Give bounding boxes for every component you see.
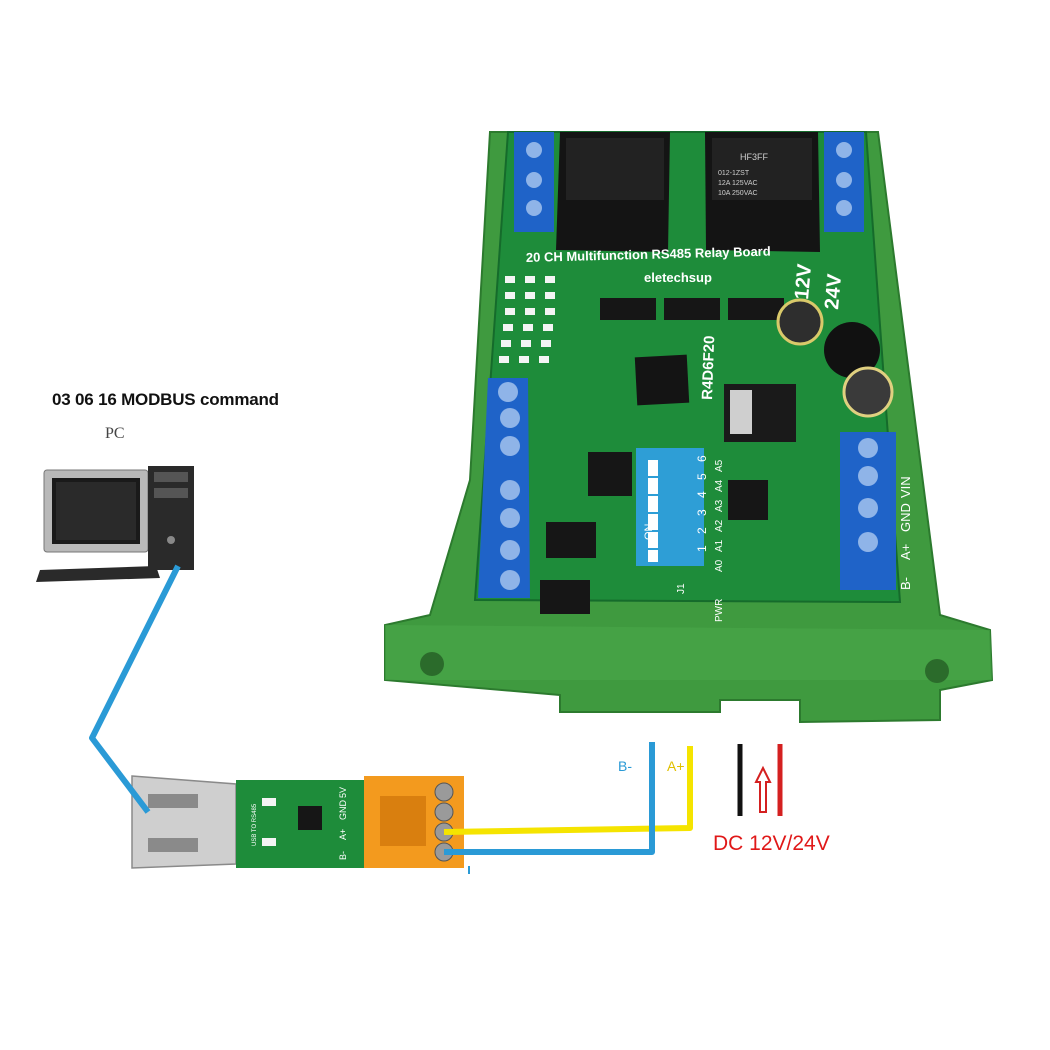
adapter-pin-b-minus: B- bbox=[338, 851, 348, 860]
din-rail-lower-lip bbox=[385, 625, 992, 680]
modbus-command-title: 03 06 16 MODBUS command bbox=[52, 390, 279, 409]
rs485-a-wire bbox=[443, 746, 693, 835]
address-label-a3: A3 bbox=[714, 499, 725, 512]
adapter-pin-gnd: GND bbox=[338, 800, 348, 821]
adapter-pin-5v: 5V bbox=[338, 787, 348, 798]
electrolytic-capacitor-2 bbox=[842, 366, 894, 418]
j1-label: J1 bbox=[676, 583, 687, 594]
inductor bbox=[824, 322, 880, 378]
usb-plug bbox=[131, 775, 237, 869]
dip-switch[interactable] bbox=[636, 448, 704, 566]
address-label-a5: A5 bbox=[714, 459, 725, 472]
relay-2-text-3: 12A 125VAC bbox=[718, 180, 758, 187]
up-arrow-icon bbox=[754, 765, 772, 813]
dc-power-label: DC 12V/24V bbox=[713, 832, 830, 855]
ic-right bbox=[728, 480, 768, 520]
relay-2 bbox=[705, 132, 820, 252]
input-terminal-block bbox=[478, 378, 530, 598]
adapter-pin-a-plus: A+ bbox=[338, 829, 348, 840]
optocoupler-1 bbox=[546, 522, 596, 558]
usb-cable bbox=[89, 564, 181, 814]
relay-board: HF3FF 012-1ZST 12A 125VAC 10A 250VAC 20 … bbox=[384, 131, 994, 724]
address-label-a0: A0 bbox=[714, 559, 725, 572]
pc-label: PC bbox=[105, 425, 125, 442]
address-label-a4: A4 bbox=[714, 479, 725, 492]
status-leds bbox=[499, 276, 555, 363]
shift-register-2 bbox=[664, 298, 720, 320]
relay-2-text-2: 012-1ZST bbox=[718, 170, 750, 177]
adapter-chip bbox=[298, 806, 322, 830]
shift-register-3 bbox=[728, 298, 784, 320]
dip-number-6: 6 bbox=[695, 455, 709, 462]
board-model: R4D6F20 bbox=[699, 335, 718, 400]
terminal-label-vin: VIN bbox=[898, 476, 913, 498]
a-plus-wire-label: A+ bbox=[667, 758, 685, 774]
pc-computer-icon bbox=[36, 466, 194, 582]
terminal-label-a-plus: A+ bbox=[898, 544, 913, 560]
board-voltage-24: 24V bbox=[821, 272, 846, 310]
adapter-text: USB TO RS485 bbox=[252, 803, 258, 846]
address-label-a1: A1 bbox=[714, 539, 725, 552]
dip-number-3: 3 bbox=[695, 509, 709, 516]
relay-2-text: HF3FF bbox=[740, 152, 769, 162]
dip-on-label: ON bbox=[643, 523, 655, 540]
board-title: 20 CH Multifunction RS485 Relay Board bbox=[526, 244, 771, 265]
relay-1 bbox=[556, 132, 670, 252]
rs485-transceiver bbox=[588, 452, 632, 496]
optocoupler-2 bbox=[540, 580, 590, 614]
usb-rs485-adapter bbox=[131, 775, 464, 869]
shift-register-1 bbox=[600, 298, 656, 320]
relay-2-text-4: 10A 250VAC bbox=[718, 190, 758, 197]
mounting-hole-right bbox=[925, 659, 949, 683]
terminal-label-b-minus: B- bbox=[898, 577, 913, 590]
b-minus-wire-label: B- bbox=[618, 758, 632, 774]
board-brand: eletechsup bbox=[644, 270, 712, 285]
mounting-hole-left bbox=[420, 652, 444, 676]
board-voltage-12: 12V bbox=[791, 262, 816, 300]
dip-number-2: 2 bbox=[695, 527, 709, 534]
dip-number-4: 4 bbox=[695, 491, 709, 498]
electrolytic-capacitor-1 bbox=[776, 298, 824, 346]
microcontroller bbox=[634, 354, 690, 406]
rs485-b-wire bbox=[444, 742, 655, 855]
pwr-label: PWR bbox=[714, 599, 725, 622]
terminal-label-gnd: GND bbox=[898, 503, 913, 532]
power-terminal-block bbox=[840, 432, 896, 590]
dip-number-5: 5 bbox=[695, 473, 709, 480]
address-label-a2: A2 bbox=[714, 519, 725, 532]
dip-number-1: 1 bbox=[695, 545, 709, 552]
